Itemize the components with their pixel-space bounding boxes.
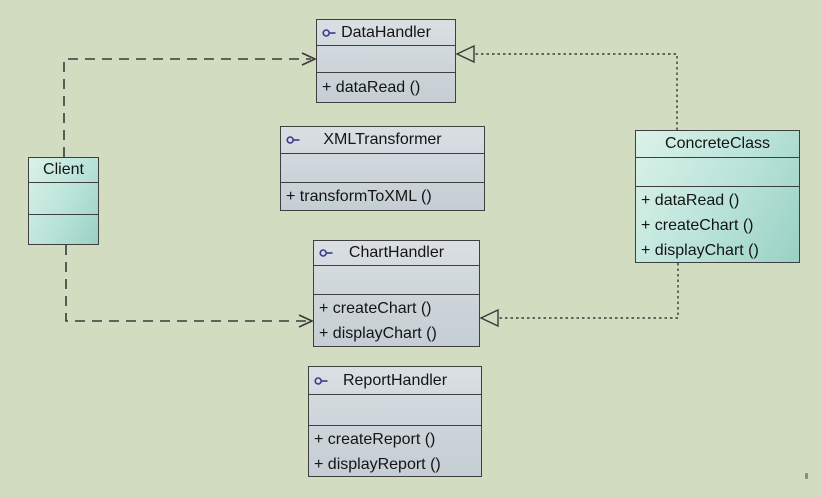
- method-item: + transformToXML (): [286, 188, 432, 205]
- realization-triangle-datahandler: [455, 44, 475, 64]
- photo-speck: [805, 473, 808, 479]
- method-item: + displayReport (): [314, 456, 441, 473]
- method-item: + createChart (): [319, 300, 432, 317]
- method-item: + dataRead (): [322, 79, 421, 96]
- class-name: DataHandler: [341, 23, 431, 41]
- interface-icon: [319, 249, 333, 257]
- class-name: ChartHandler: [348, 244, 445, 261]
- attributes-compartment: [636, 158, 799, 187]
- method-item: + dataRead (): [641, 192, 740, 209]
- class-title: XMLTransformer: [281, 127, 484, 154]
- realization-triangle-charthandler: [479, 308, 499, 328]
- methods-compartment: + createReport () + displayReport (): [309, 426, 481, 478]
- class-title: ChartHandler: [314, 241, 479, 266]
- methods-compartment: + dataRead (): [317, 73, 455, 102]
- class-name: ConcreteClass: [665, 135, 770, 152]
- class-title: ReportHandler: [309, 367, 481, 395]
- attributes-compartment: [29, 183, 98, 215]
- attributes-compartment: [317, 46, 455, 73]
- realization-line-concreteclass-datahandler: [474, 53, 678, 130]
- method-item: + createReport (): [314, 431, 436, 448]
- methods-compartment: + createChart () + displayChart (): [314, 295, 479, 347]
- methods-compartment: [29, 215, 98, 244]
- class-box-client: Client: [28, 157, 99, 245]
- method-item: + createChart (): [641, 217, 754, 234]
- class-title: Client: [29, 158, 98, 183]
- class-box-report-handler: ReportHandler + createReport () + displa…: [308, 366, 482, 477]
- method-item: + displayChart (): [641, 242, 759, 259]
- dependency-line-client-datahandler: [63, 58, 311, 157]
- methods-compartment: + transformToXML (): [281, 183, 484, 210]
- class-box-chart-handler: ChartHandler + createChart () + displayC…: [313, 240, 480, 347]
- dependency-line-client-charthandler: [65, 245, 308, 322]
- interface-icon: [286, 136, 300, 144]
- class-name: ReportHandler: [342, 371, 448, 389]
- class-name: XMLTransformer: [323, 131, 442, 148]
- interface-icon: [322, 28, 336, 37]
- class-box-xml-transformer: XMLTransformer + transformToXML (): [280, 126, 485, 211]
- interface-icon: [314, 376, 328, 385]
- attributes-compartment: [281, 154, 484, 183]
- class-title: ConcreteClass: [636, 131, 799, 158]
- class-box-data-handler: DataHandler + dataRead (): [316, 19, 456, 103]
- realization-line-concreteclass-charthandler: [498, 263, 679, 319]
- attributes-compartment: [314, 266, 479, 295]
- methods-compartment: + dataRead () + createChart () + display…: [636, 187, 799, 264]
- dependency-arrowhead-client-datahandler: [301, 52, 317, 66]
- class-name: Client: [43, 161, 84, 178]
- class-box-concrete-class: ConcreteClass + dataRead () + createChar…: [635, 130, 800, 263]
- attributes-compartment: [309, 395, 481, 426]
- dependency-arrowhead-client-charthandler: [298, 314, 314, 328]
- class-title: DataHandler: [317, 20, 455, 46]
- method-item: + displayChart (): [319, 325, 437, 342]
